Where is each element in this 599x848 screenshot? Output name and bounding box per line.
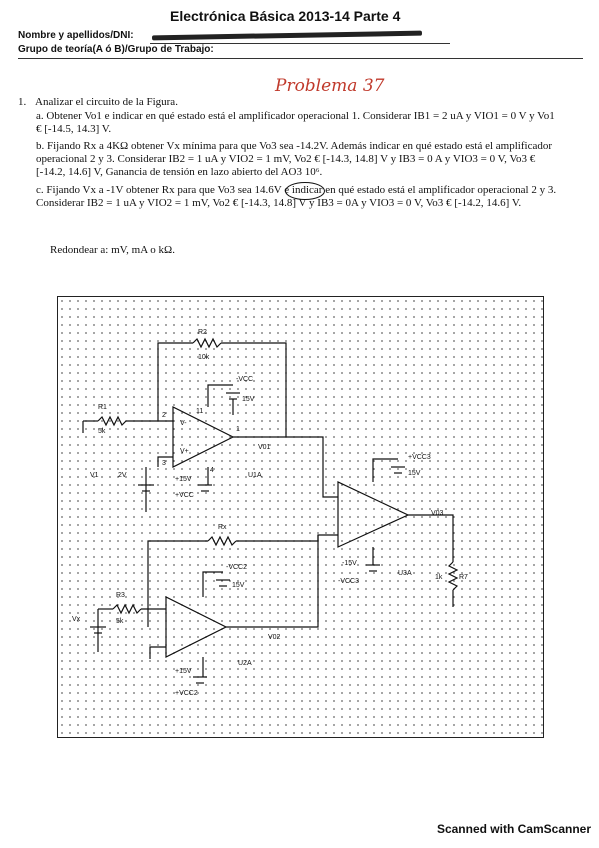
resistor-rx bbox=[207, 535, 237, 547]
resistor-r7 bbox=[447, 561, 459, 591]
question-item-a: a. Obtener Vo1 e indicar en qué estado e… bbox=[36, 110, 561, 136]
resistor-r1 bbox=[97, 415, 127, 427]
label-vo1: V01 bbox=[258, 444, 271, 451]
label-vcc3-pos: +VCC3 bbox=[408, 454, 431, 461]
hand-circle-mark bbox=[285, 182, 325, 200]
question-intro-text: Analizar el circuito de la Figura. bbox=[35, 96, 178, 108]
label-r1: R1 bbox=[98, 404, 107, 411]
wire bbox=[226, 535, 319, 628]
label-vcc2-pos: +VCC2 bbox=[175, 690, 198, 697]
wire bbox=[236, 534, 338, 542]
rounding-note: Redondear a: mV, mA o kΩ. bbox=[50, 244, 175, 256]
label-u1: U1A bbox=[248, 472, 262, 479]
label-r2: R2 bbox=[198, 329, 207, 336]
scanner-watermark: Scanned with CamScanner bbox=[436, 822, 591, 836]
label-vo3: V03 bbox=[431, 510, 444, 517]
label-r2-value: 10k bbox=[198, 354, 210, 361]
pin-2: 2 bbox=[162, 412, 166, 419]
label-15v-c: 15V bbox=[408, 470, 421, 477]
item-text: Fijando Rx a 4KΩ obtener Vx mínima para … bbox=[36, 140, 552, 178]
label-vcc-pos: +VCC bbox=[175, 492, 194, 499]
label-15v-pos-b: +15V bbox=[175, 668, 192, 675]
label-vcc2-neg: -VCC2 bbox=[226, 564, 247, 571]
pin-minus: V- bbox=[180, 420, 187, 427]
wire bbox=[147, 540, 208, 627]
header-divider bbox=[18, 58, 583, 59]
divider-line bbox=[150, 43, 450, 44]
pin-11: 11 bbox=[196, 408, 203, 415]
group-label: Grupo de teoría(A ó B)/Grupo de Trabajo: bbox=[18, 44, 214, 55]
wire bbox=[157, 342, 193, 421]
circuit-board: R2 10k R1 5k V1 2V V01 U1A -VCC 15V +15V… bbox=[57, 296, 544, 738]
wire bbox=[372, 458, 398, 482]
resistor-r2 bbox=[192, 337, 222, 349]
wire bbox=[233, 436, 338, 498]
handwritten-annotation: Problema 37 bbox=[275, 76, 385, 96]
item-text: Obtener Vo1 e indicar en qué estado está… bbox=[36, 110, 555, 135]
document-title: Electrónica Básica 2013-14 Parte 4 bbox=[170, 8, 401, 24]
wire bbox=[157, 456, 173, 467]
label-15v-a: 15V bbox=[242, 396, 255, 403]
label-u3: U3A bbox=[398, 570, 412, 577]
wire bbox=[202, 571, 223, 597]
redacted-signature bbox=[151, 30, 423, 41]
item-label: b. bbox=[36, 140, 45, 152]
wire bbox=[207, 384, 233, 407]
label-v1-value: 2V bbox=[118, 472, 127, 479]
opamp-u2 bbox=[165, 596, 228, 658]
opamp-u3 bbox=[337, 481, 410, 548]
label-r3: R3 bbox=[116, 592, 125, 599]
question-number: 1. bbox=[18, 96, 27, 108]
pin-3: 3 bbox=[162, 460, 166, 467]
label-15v-neg-c: -15V bbox=[342, 560, 357, 567]
wire bbox=[221, 342, 287, 437]
question-item-b: b. Fijando Rx a 4KΩ obtener Vx mínima pa… bbox=[36, 140, 561, 179]
label-v1: V1 bbox=[90, 472, 99, 479]
wire bbox=[408, 514, 454, 562]
label-rx: Rx bbox=[218, 524, 227, 531]
label-r3-value: 5k bbox=[116, 618, 124, 625]
name-label: Nombre y apellidos/DNI: bbox=[18, 30, 134, 41]
pin-1: 1 bbox=[236, 426, 240, 433]
label-15v-pos-a: +15V bbox=[175, 476, 192, 483]
label-r7: R7 bbox=[459, 574, 468, 581]
pin-plus: V+ bbox=[180, 448, 189, 455]
question-intro: 1. Analizar el circuito de la Figura. bbox=[18, 96, 178, 109]
resistor-r3 bbox=[112, 603, 142, 615]
label-u2: U2A bbox=[238, 660, 252, 667]
label-r7-value: 1k bbox=[435, 574, 443, 581]
label-vcc3-neg: -VCC3 bbox=[338, 578, 359, 585]
label-vcc-neg: -VCC bbox=[236, 376, 253, 383]
circuit-schematic: R2 10k R1 5k V1 2V V01 U1A -VCC 15V +15V… bbox=[72, 329, 468, 697]
label-15v-b: 15V bbox=[232, 582, 245, 589]
item-label: c. bbox=[36, 184, 44, 196]
label-vx: Vx bbox=[72, 616, 81, 623]
label-r1-value: 5k bbox=[98, 428, 106, 435]
opamp-u1 bbox=[172, 406, 235, 468]
label-vo2: V02 bbox=[268, 634, 281, 641]
item-label: a. bbox=[36, 110, 44, 122]
pin-4: 4 bbox=[210, 467, 214, 474]
wire bbox=[149, 646, 166, 659]
